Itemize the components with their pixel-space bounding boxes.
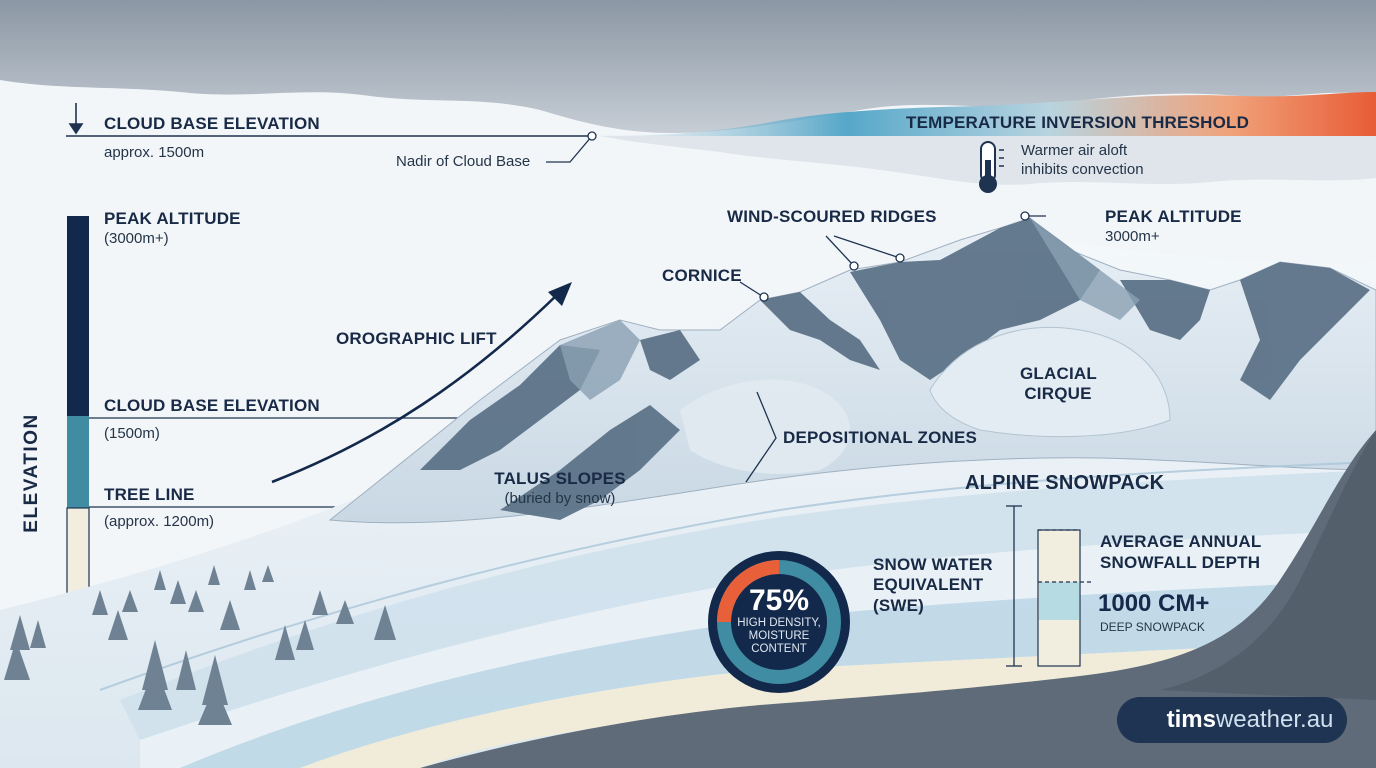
temperature-inversion-label: TEMPERATURE INVERSION THRESHOLD — [906, 113, 1250, 132]
orographic-lift-arrow — [271, 291, 561, 484]
swe-percent: 75% — [748, 584, 810, 617]
deep-snowpack-label: DEEP SNOWPACK — [1100, 620, 1205, 634]
cloud-base-mid-sublabel: (1500m) — [104, 425, 160, 442]
glacial-cirque-area — [929, 327, 1171, 438]
down-arrow-icon — [68, 103, 84, 135]
wind-scoured-ridges-label: WIND-SCOURED RIDGES — [727, 207, 937, 226]
swe-gauge-arc — [717, 560, 780, 623]
cloud-deck — [0, 0, 1376, 134]
brand-badge[interactable]: timsweather.au — [1117, 697, 1347, 743]
peak-altitude-right-label: PEAK ALTITUDE — [1105, 207, 1242, 226]
leader-dots — [587, 131, 1030, 302]
swe-desc-1: HIGH DENSITY, — [737, 617, 821, 629]
cirque-label: CIRQUE — [1024, 384, 1092, 403]
swe-desc-3: CONTENT — [751, 643, 807, 655]
leader-lines — [546, 135, 1046, 667]
cloud-base-mid-label: CLOUD BASE ELEVATION — [104, 396, 320, 415]
peak-altitude-left-label: PEAK ALTITUDE — [104, 209, 241, 228]
elevation-bar-alpine — [67, 216, 89, 416]
peak-altitude-left-sublabel: (3000m+) — [104, 230, 169, 247]
bedrock-shadow — [1160, 430, 1376, 700]
orographic-lift-label: OROGRAPHIC LIFT — [336, 329, 497, 348]
peak-altitude-right-sublabel: 3000m+ — [1105, 228, 1160, 245]
cloud-base-top-label: CLOUD BASE ELEVATION — [104, 114, 320, 133]
inversion-band — [560, 92, 1376, 136]
rock-faces — [420, 218, 1370, 520]
swe-gauge — [708, 551, 850, 693]
talus-slopes-label: TALUS SLOPES — [494, 469, 626, 488]
brand-bold: tims — [1166, 706, 1216, 733]
brand-light: weather.au — [1215, 706, 1334, 733]
elevation-axis-label: ELEVATION — [21, 413, 42, 533]
tree-line-label: TREE LINE — [104, 485, 195, 504]
swe-line-3: (SWE) — [873, 596, 925, 615]
average-annual-label: AVERAGE ANNUAL — [1100, 532, 1262, 551]
talus-slopes-sublabel: (buried by snow) — [504, 490, 616, 507]
depositional-zones-label: DEPOSITIONAL ZONES — [783, 428, 978, 447]
bedrock — [420, 430, 1376, 768]
depositional-zone-area — [680, 379, 850, 474]
snowfall-depth-value: 1000 CM+ — [1098, 590, 1210, 617]
swe-line-2: EQUIVALENT — [873, 575, 984, 594]
cloud-base-top-sublabel: approx. 1500m — [104, 144, 205, 161]
swe-desc-2: MOISTURE — [748, 630, 810, 642]
tree-line-sublabel: (approx. 1200m) — [104, 513, 215, 530]
thermometer-icon — [979, 141, 1004, 193]
nadir-label: Nadir of Cloud Base — [396, 153, 531, 170]
tree-cluster — [4, 565, 396, 725]
snowfall-depth-column — [1037, 529, 1092, 667]
warmer-air-line-2: inhibits convection — [1021, 161, 1144, 178]
glacial-label: GLACIAL — [1020, 364, 1097, 383]
snowfall-depth-label: SNOWFALL DEPTH — [1100, 553, 1261, 572]
warmer-air-line-1: Warmer air aloft — [1021, 142, 1128, 159]
brand-name: timsweather.au — [1167, 706, 1334, 734]
alpine-snowpack-label: ALPINE SNOWPACK — [965, 472, 1165, 494]
swe-line-1: SNOW WATER — [873, 555, 993, 574]
rock-shading — [560, 218, 1140, 400]
swe-gauge-text: 75% HIGH DENSITY, MOISTURE CONTENT — [722, 585, 836, 656]
cornice-label: CORNICE — [662, 266, 742, 285]
orographic-arrowhead — [548, 282, 572, 306]
elevation-bar-cloud — [67, 416, 89, 508]
